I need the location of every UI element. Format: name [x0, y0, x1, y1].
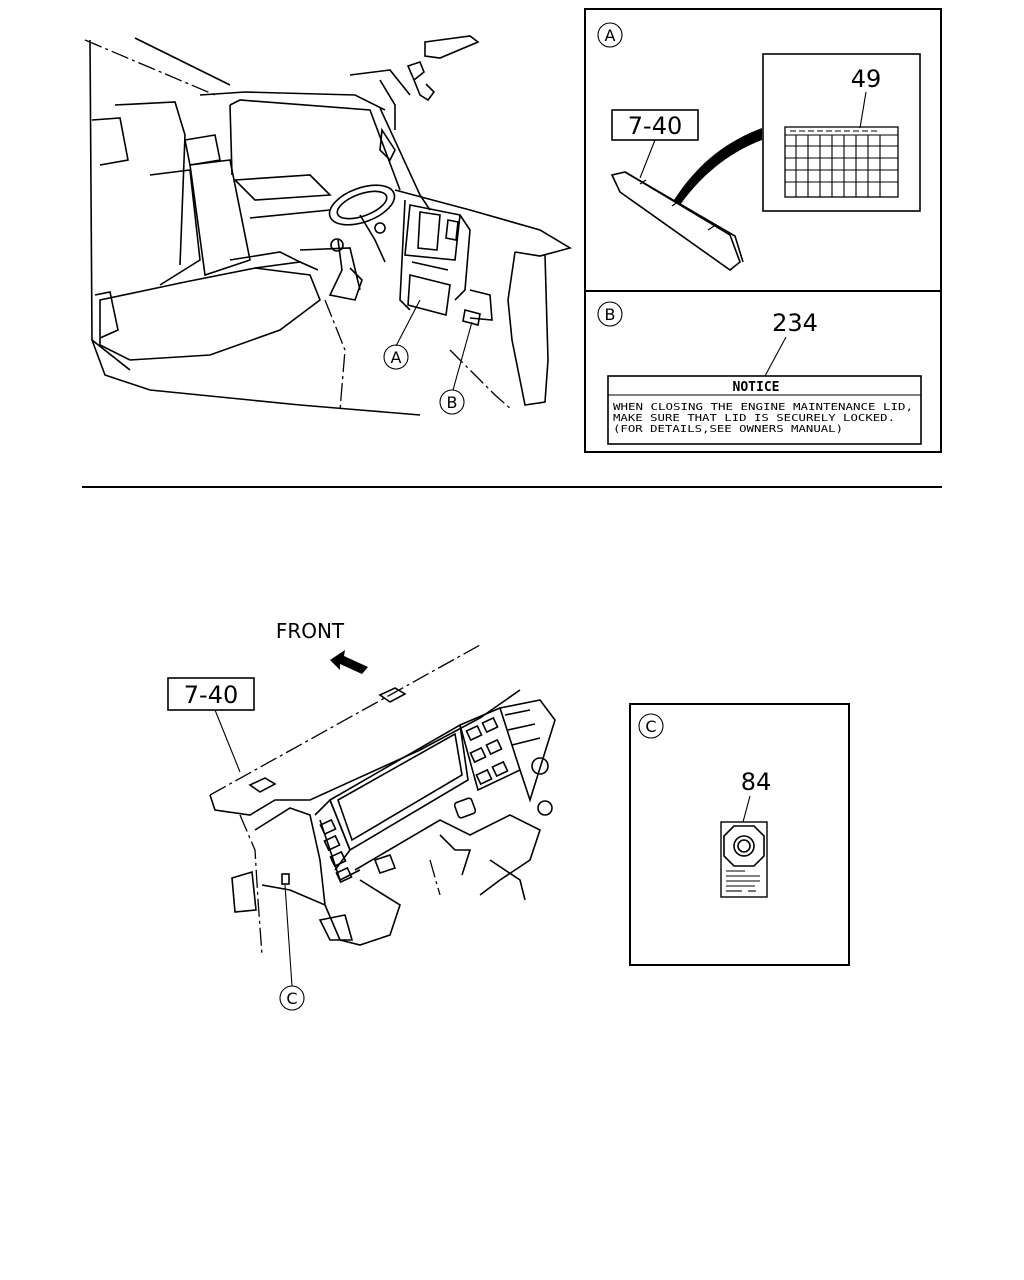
- label-84-graphic: [720, 821, 768, 898]
- svg-text:C: C: [645, 717, 656, 736]
- svg-text:C: C: [286, 989, 297, 1008]
- svg-text:A: A: [391, 348, 402, 367]
- panel-b: B 234 NOTICE WHEN CLOSING THE ENGINE MAI…: [584, 290, 942, 453]
- notice-title: NOTICE: [733, 380, 780, 395]
- notice-line-1: WHEN CLOSING THE ENGINE MAINTENANCE LID,: [613, 402, 913, 413]
- front-arrow-icon: [330, 650, 368, 674]
- svg-text:B: B: [605, 305, 616, 324]
- callout-c: C: [279, 884, 305, 1011]
- part-number-84: 84: [741, 768, 772, 796]
- part-ref-7-40-bottom: 7-40: [167, 677, 255, 773]
- part-number-234: 234: [772, 309, 818, 337]
- notice-line-3: (FOR DETAILS,SEE OWNERS MANUAL): [613, 424, 843, 435]
- svg-text:A: A: [605, 26, 616, 45]
- notice-line-2: MAKE SURE THAT LID IS SECURELY LOCKED.: [613, 413, 895, 424]
- dashboard-drawing: [209, 644, 556, 956]
- callout-b: B: [439, 321, 473, 415]
- label-49-graphic: [784, 126, 899, 198]
- notice-label: NOTICE WHEN CLOSING THE ENGINE MAINTENAN…: [607, 375, 922, 445]
- svg-text:B: B: [447, 393, 458, 412]
- part-ref-7-40-top: 7-40: [628, 112, 682, 140]
- panel-a: A 7-40 49: [584, 8, 942, 292]
- cab-interior-drawing: [84, 35, 573, 416]
- panel-c: C 84: [629, 703, 850, 966]
- callout-a: A: [383, 299, 421, 370]
- svg-text:7-40: 7-40: [184, 681, 238, 709]
- front-label: FRONT: [276, 619, 345, 643]
- part-number-49: 49: [851, 65, 882, 93]
